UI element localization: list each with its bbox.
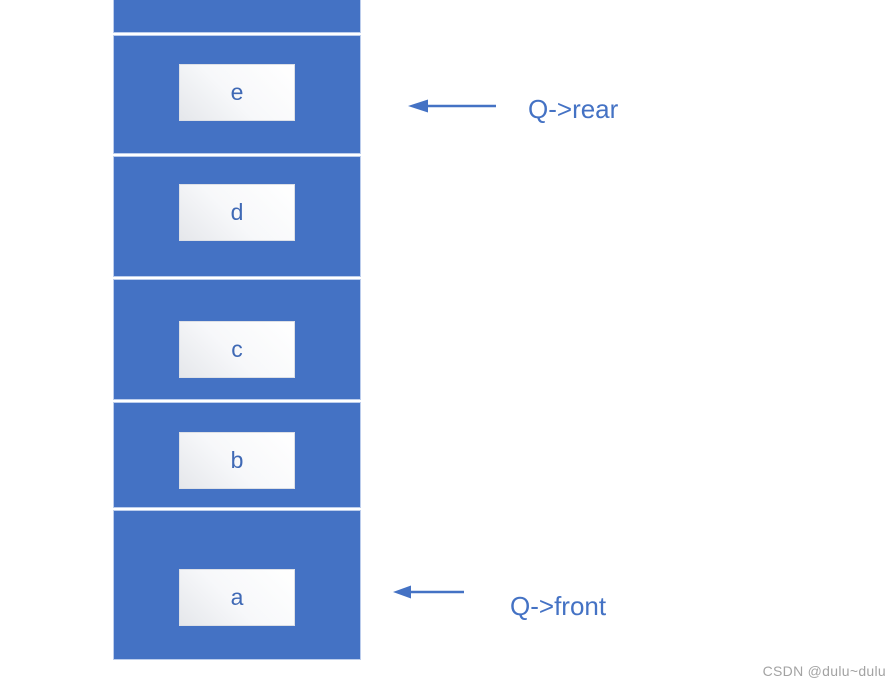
front-arrow-icon	[393, 585, 464, 599]
queue-value: b	[230, 447, 244, 473]
queue-value-box: a	[179, 569, 295, 626]
rear-pointer-label: Q->rear	[528, 94, 619, 124]
rear-arrow-icon	[408, 99, 496, 113]
queue-value: a	[230, 584, 244, 610]
queue-value-box: e	[179, 64, 295, 121]
queue-cell: d	[113, 156, 361, 277]
queue-cell-clipped	[113, 0, 361, 33]
queue-value-box: d	[179, 184, 295, 241]
queue-value: d	[230, 199, 244, 225]
queue-value: c	[231, 336, 243, 362]
queue-cell: a	[113, 510, 361, 660]
queue-value-box: c	[179, 321, 295, 378]
queue-cell: e	[113, 35, 361, 154]
queue-cell: c	[113, 279, 361, 400]
queue-cell: b	[113, 402, 361, 508]
front-pointer-label: Q->front	[510, 591, 607, 621]
queue-value-box: b	[179, 432, 295, 489]
queue-value: e	[230, 79, 244, 105]
watermark: CSDN @dulu~dulu	[762, 663, 886, 679]
